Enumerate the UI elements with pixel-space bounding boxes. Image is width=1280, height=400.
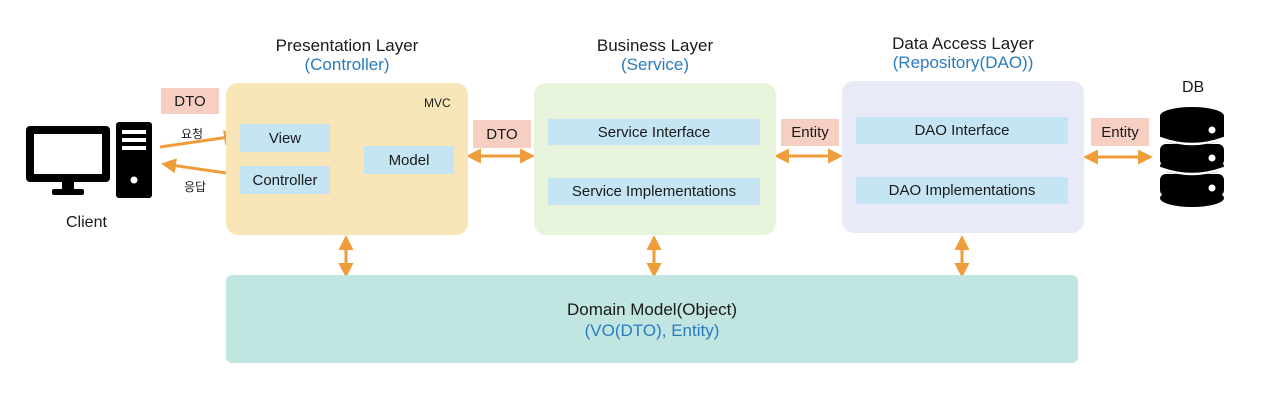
business-layer-subtitle: (Service) [620, 55, 689, 74]
controller-box: Controller [240, 166, 330, 194]
request-label: 요청 [181, 127, 204, 141]
presentation-layer-name: Presentation Layer [275, 36, 419, 55]
business-layer-title: Business Layer (Service) [534, 36, 776, 74]
db-label: DB [1182, 79, 1205, 96]
dao-implementations-box: DAO Implementations [856, 177, 1068, 204]
presentation-layer-subtitle: (Controller) [304, 55, 390, 74]
response-label: 응답 [184, 180, 207, 194]
client-label: Client [66, 214, 107, 231]
data-access-layer-title: Data Access Layer (Repository(DAO)) [842, 34, 1084, 72]
presentation-layer-title: Presentation Layer (Controller) [226, 36, 468, 74]
domain-model-subtitle: (VO(DTO), Entity) [584, 321, 720, 340]
service-implementations-box: Service Implementations [548, 178, 760, 205]
view-box: View [240, 124, 330, 152]
request-arrow [159, 130, 239, 149]
model-box: Model [364, 146, 454, 174]
mvc-badge: MVC [424, 96, 451, 110]
service-interface-box: Service Interface [548, 119, 760, 145]
data-access-layer-name: Data Access Layer [892, 34, 1034, 53]
presentation-business-tag: DTO [473, 120, 531, 148]
dao-interface-box: DAO Interface [856, 117, 1068, 144]
data-access-layer-panel [842, 81, 1084, 233]
domain-model-panel [226, 275, 1078, 363]
client-dto-tag: DTO [161, 88, 219, 114]
data-access-layer-subtitle: (Repository(DAO)) [892, 53, 1034, 72]
database-icon [1159, 107, 1225, 207]
business-layer-panel [534, 83, 776, 235]
domain-model-title: Domain Model(Object) (VO(DTO), Entity) [226, 299, 1078, 341]
computer-icon [26, 122, 152, 198]
business-data-tag: Entity [781, 119, 839, 146]
domain-model-name: Domain Model(Object) [566, 300, 738, 319]
business-layer-name: Business Layer [596, 36, 714, 55]
data-db-tag: Entity [1091, 118, 1149, 146]
